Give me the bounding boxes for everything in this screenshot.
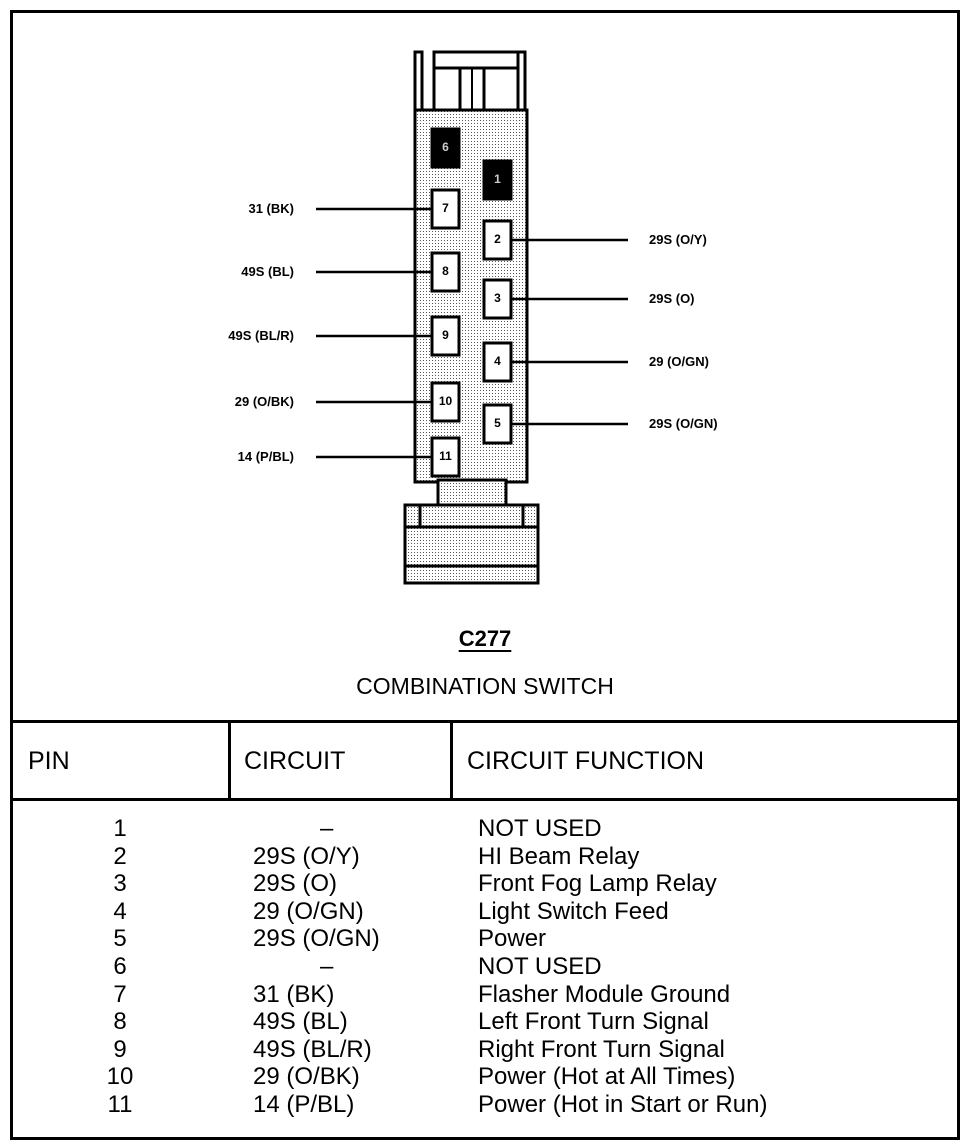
header-rule bbox=[10, 798, 960, 801]
pin-cavity-2 bbox=[482, 219, 513, 261]
table-cell-pin: 7 bbox=[113, 980, 127, 1008]
pin-cavity-7 bbox=[430, 188, 461, 230]
connector-id: C277 bbox=[458, 626, 512, 651]
table-cell-circuit: 49S (BL/R) bbox=[253, 1035, 372, 1063]
section-divider bbox=[10, 720, 960, 723]
table-cell-pin: 1 bbox=[113, 815, 127, 842]
pin-number: 7 bbox=[442, 201, 449, 215]
wire-label: 49S (BL/R) bbox=[228, 328, 294, 343]
column-rule bbox=[228, 722, 231, 800]
table-cell-function: NOT USED bbox=[478, 815, 602, 842]
connector-diagram bbox=[316, 50, 628, 585]
pin-number: 6 bbox=[442, 140, 449, 154]
table-cell-circuit: 29 (O/BK) bbox=[253, 1063, 360, 1091]
wire-label: 49S (BL) bbox=[241, 264, 294, 279]
column-rule bbox=[450, 722, 453, 800]
header-function: CIRCUIT FUNCTION bbox=[467, 747, 705, 775]
wire-label: 14 (P/BL) bbox=[237, 449, 294, 464]
table-cell-function: Flasher Module Ground bbox=[478, 980, 731, 1008]
pin-number: 8 bbox=[442, 264, 449, 278]
table-cell-pin: 9 bbox=[113, 1035, 127, 1063]
table-cell-pin: 3 bbox=[113, 870, 127, 898]
connector-base bbox=[403, 478, 540, 585]
table-cell-pin: 4 bbox=[113, 897, 127, 925]
table-cell-circuit: – bbox=[320, 815, 334, 842]
pin-number: 11 bbox=[439, 449, 452, 463]
table-cell-pin: 11 bbox=[107, 1091, 133, 1118]
pin-cavity-10 bbox=[430, 381, 461, 423]
table-cell-circuit: – bbox=[320, 953, 334, 980]
wire-label: 29 (O/GN) bbox=[649, 354, 709, 369]
pin-number: 4 bbox=[494, 354, 501, 368]
pin-cavity-8 bbox=[430, 251, 461, 293]
header-circuit: CIRCUIT bbox=[244, 747, 346, 775]
table-cell-function: NOT USED bbox=[478, 953, 602, 980]
pin-number: 9 bbox=[442, 328, 449, 342]
table-cell-pin: 8 bbox=[113, 1008, 127, 1036]
table-cell-function: Power (Hot at All Times) bbox=[478, 1063, 736, 1091]
wire-label: 31 (BK) bbox=[248, 201, 294, 216]
pin-cavity-6 bbox=[430, 127, 461, 169]
table-cell-pin: 10 bbox=[106, 1063, 134, 1091]
pin-number: 2 bbox=[494, 232, 501, 246]
header-pin: PIN bbox=[28, 747, 70, 775]
pin-cavity-4 bbox=[482, 341, 513, 383]
pin-cavity-11 bbox=[430, 436, 461, 478]
table-cell-function: Power (Hot in Start or Run) bbox=[478, 1091, 768, 1118]
connector-name: COMBINATION SWITCH bbox=[356, 673, 614, 699]
table-cell-function: Front Fog Lamp Relay bbox=[478, 870, 717, 898]
table-cell-function: Light Switch Feed bbox=[478, 897, 669, 925]
table-cell-circuit: 29S (O/GN) bbox=[253, 925, 380, 953]
table-cell-circuit: 49S (BL) bbox=[253, 1008, 348, 1036]
table-cell-function: Right Front Turn Signal bbox=[478, 1035, 725, 1063]
pin-number: 5 bbox=[494, 416, 501, 430]
table-cell-pin: 2 bbox=[113, 842, 127, 870]
table-cell-pin: 5 bbox=[113, 925, 127, 953]
table-cell-circuit: 29S (O/Y) bbox=[253, 842, 360, 870]
table-cell-circuit: 14 (P/BL) bbox=[253, 1091, 355, 1118]
table-cell-circuit: 31 (BK) bbox=[253, 980, 335, 1008]
wire-label: 29 (O/BK) bbox=[234, 394, 294, 409]
connector-latch bbox=[413, 50, 527, 114]
wire-label: 29S (O/Y) bbox=[649, 232, 707, 247]
wire-label: 29S (O/GN) bbox=[649, 416, 718, 431]
table-cell-circuit: 29 (O/GN) bbox=[253, 897, 364, 925]
pin-cavity-9 bbox=[430, 315, 461, 357]
pin-cavity-1 bbox=[482, 159, 513, 201]
table-cell-pin: 6 bbox=[113, 953, 127, 980]
table-cell-function: Power bbox=[478, 925, 547, 953]
table-cell-function: Left Front Turn Signal bbox=[478, 1008, 709, 1036]
pin-cavity-3 bbox=[482, 278, 513, 320]
wire-label: 29S (O) bbox=[649, 291, 695, 306]
pin-cavity-5 bbox=[482, 403, 513, 445]
diagram-frame bbox=[10, 10, 960, 1140]
table-cell-function: HI Beam Relay bbox=[478, 842, 640, 870]
pin-number: 10 bbox=[438, 394, 453, 408]
pin-number: 3 bbox=[494, 291, 501, 305]
pin-number: 1 bbox=[494, 172, 501, 186]
table-cell-circuit: 29S (O) bbox=[253, 870, 338, 898]
